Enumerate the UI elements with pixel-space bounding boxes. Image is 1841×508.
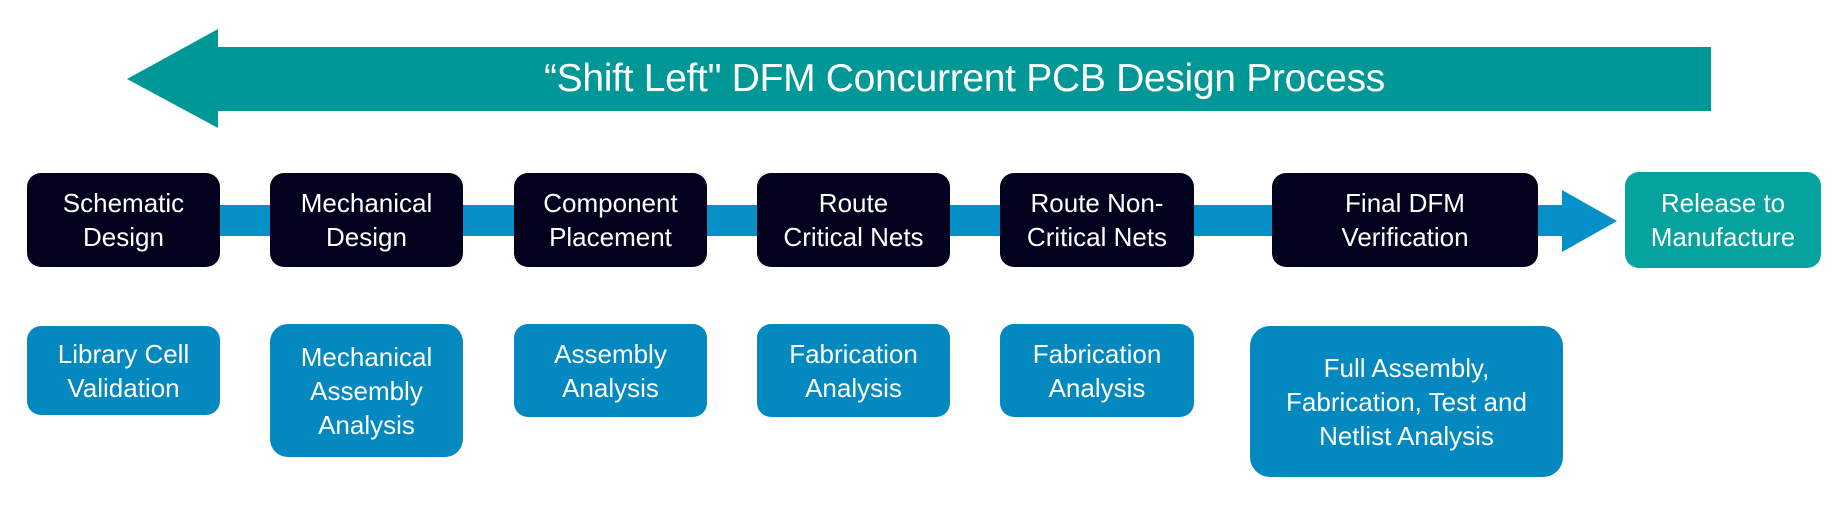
stage-mechanical-design: Mechanical Design (270, 173, 463, 267)
flow-arrowhead-icon (1562, 190, 1617, 252)
analysis-fabrication-non-critical: Fabrication Analysis (1000, 324, 1194, 417)
stage-schematic-design: Schematic Design (27, 173, 220, 267)
analysis-fabrication-critical: Fabrication Analysis (757, 324, 950, 417)
analysis-mechanical-assembly: Mechanical Assembly Analysis (270, 324, 463, 457)
stage-route-critical-nets: Route Critical Nets (757, 173, 950, 267)
stage-release-to-manufacture: Release to Manufacture (1625, 172, 1821, 268)
analysis-library-cell-validation: Library Cell Validation (27, 326, 220, 415)
shift-left-arrow (127, 29, 1711, 128)
analysis-assembly: Assembly Analysis (514, 324, 707, 417)
stage-final-dfm-verification: Final DFM Verification (1272, 173, 1538, 267)
diagram-title: “Shift Left" DFM Concurrent PCB Design P… (543, 57, 1385, 100)
shift-left-arrow-shape (127, 29, 1711, 128)
stage-route-non-critical-nets: Route Non- Critical Nets (1000, 173, 1194, 267)
stage-component-placement: Component Placement (514, 173, 707, 267)
analysis-full-assembly-fabrication-test-netlist: Full Assembly, Fabrication, Test and Net… (1250, 326, 1563, 477)
